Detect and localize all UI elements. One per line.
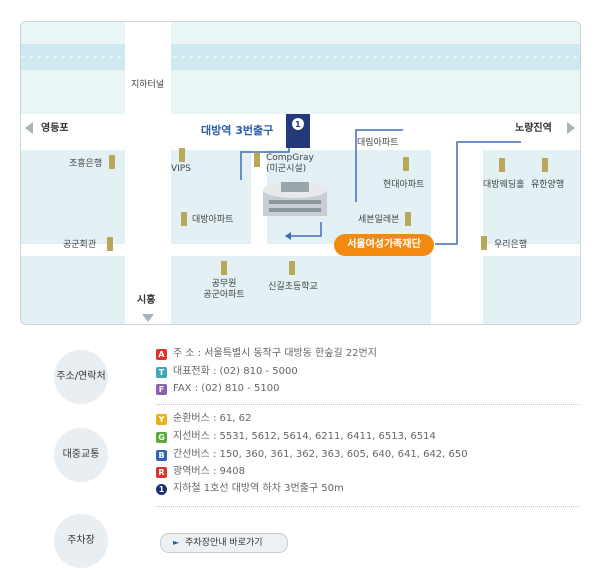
subway-badge-icon: 1 — [156, 484, 167, 495]
building-gonggun: 공군회관 — [63, 240, 97, 250]
fax-badge-icon: F — [156, 384, 167, 395]
express-bus-row: R 광역버스 : 9408 — [156, 465, 245, 479]
express-bus-text: 광역버스 : 9408 — [173, 466, 245, 477]
fax-text: FAX : (02) 810 - 5100 — [173, 383, 280, 394]
direction-left-label: 영등포 — [41, 123, 69, 134]
building-seven: 세븐일레븐 — [358, 215, 400, 225]
exit-number: 1 — [295, 120, 301, 129]
destination-callout: 서울여성가족재단 — [334, 234, 434, 256]
branch-bus-badge-icon: G — [156, 432, 167, 443]
building-compgray: CompGray — [266, 153, 314, 163]
tunnel-label: 지하터널 — [131, 80, 165, 90]
trunk-bus-badge-icon: B — [156, 450, 167, 461]
separator-1 — [156, 404, 580, 405]
subway-row: 1 지하철 1호선 대방역 하차 3번출구 50m — [156, 482, 344, 496]
address-section-title: 주소/연락처 — [54, 350, 108, 404]
parking-info-button[interactable]: ► 주차장안내 바로가기 — [160, 533, 288, 553]
circular-bus-text: 순환버스 : 61, 62 — [173, 413, 252, 424]
branch-bus-text: 지선버스 : 5531, 5612, 5614, 6211, 6411, 651… — [173, 431, 436, 442]
fax-row: F FAX : (02) 810 - 5100 — [156, 382, 279, 396]
building-hyundai: 현대아파트 — [383, 180, 425, 190]
circular-bus-row: Y 순환버스 : 61, 62 — [156, 412, 251, 426]
building-chohung: 조흥은행 — [69, 159, 103, 169]
subway-text: 지하철 1호선 대방역 하차 3번출구 50m — [173, 483, 344, 494]
address-text: 주 소 : 서울특별시 동작구 대방동 한숲길 22번지 — [173, 348, 377, 359]
phone-text: 대표전화 : (02) 810 - 5000 — [173, 366, 298, 377]
transit-section-title: 대중교통 — [54, 428, 108, 482]
separator-2 — [156, 506, 580, 507]
parking-info-label: 주차장안내 바로가기 — [185, 538, 263, 548]
location-map: 지하터널 영등포 노량진역 시흥 대방역 3번출구 1 조흥은행 공군회관 VI… — [20, 21, 581, 325]
building-compgray-sub: (미군시설) — [266, 164, 307, 174]
building-gongmuwon-sub: 공군아파트 — [203, 290, 245, 300]
building-singil: 신길초등학교 — [268, 282, 318, 292]
trunk-bus-row: B 간선버스 : 150, 360, 361, 362, 363, 605, 64… — [156, 448, 468, 462]
trunk-bus-text: 간선버스 : 150, 360, 361, 362, 363, 605, 640… — [173, 449, 468, 460]
building-vips: VIPS — [171, 164, 191, 174]
circular-bus-badge-icon: Y — [156, 414, 167, 425]
map-roads — [21, 22, 580, 324]
building-daebang-wedding: 대방웨딩홀 — [483, 180, 525, 190]
express-bus-badge-icon: R — [156, 467, 167, 478]
phone-row: T 대표전화 : (02) 810 - 5000 — [156, 365, 298, 379]
direction-right-label: 노량진역 — [515, 123, 552, 134]
building-yuhan: 유한양행 — [531, 180, 565, 190]
address-badge-icon: A — [156, 349, 167, 360]
branch-bus-row: G 지선버스 : 5531, 5612, 5614, 6211, 6411, 65… — [156, 430, 436, 444]
building-gongmuwon: 공무원 — [211, 279, 237, 289]
building-daerim: 대림아파트 — [357, 138, 399, 148]
phone-badge-icon: T — [156, 367, 167, 378]
building-daebang-apt: 대방아파트 — [192, 215, 234, 225]
direction-bottom-label: 시흥 — [137, 295, 156, 306]
exit-label: 대방역 3번출구 — [201, 124, 274, 137]
address-row: A 주 소 : 서울특별시 동작구 대방동 한숲길 22번지 — [156, 347, 377, 361]
building-woori: 우리은행 — [494, 240, 528, 250]
arrow-right-icon: ► — [173, 538, 180, 547]
parking-section-title: 주차장 — [54, 514, 108, 568]
